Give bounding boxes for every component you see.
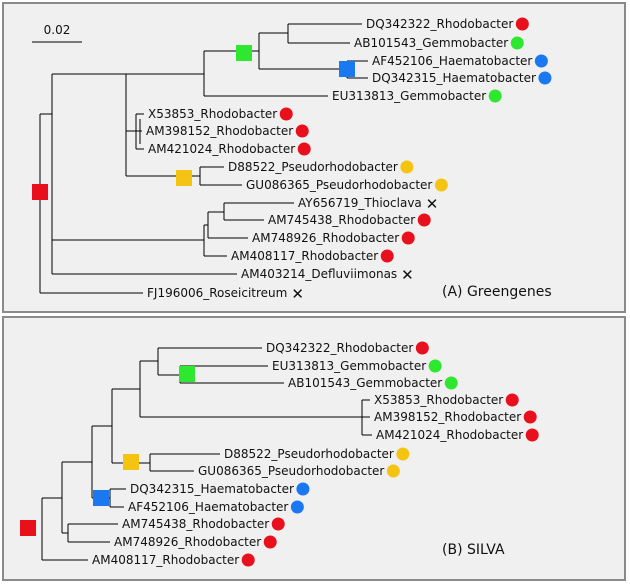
taxon-label: AM398152_Rhodobacter	[146, 124, 293, 138]
taxon-label: DQ342322_Rhodobacter	[266, 341, 413, 355]
taxon-label: AF452106_Haematobacter	[128, 500, 288, 514]
red-dot-icon	[380, 249, 394, 263]
yellow-dot-icon	[396, 447, 410, 461]
yellow-dot-icon	[386, 464, 400, 478]
taxon-label: AB101543_Gemmobacter	[354, 36, 508, 50]
taxon-label: AM748926_Rhodobacter	[114, 535, 261, 549]
haematobacter-node-square	[339, 61, 355, 77]
taxon-label: AM421024_Rhodobacter	[148, 142, 295, 156]
taxon-label: DQ342315_Haematobacter	[372, 71, 536, 85]
tree-greengenes: DQ342322_RhodobacterAB101543_Gemmobacter…	[32, 17, 552, 303]
node-markers-b	[20, 366, 195, 536]
taxa-labels-a: DQ342322_RhodobacterAB101543_Gemmobacter…	[146, 17, 552, 303]
gemmobacter-node-square	[236, 45, 252, 61]
taxon-label: AM421024_Rhodobacter	[376, 428, 523, 442]
red-dot-icon	[271, 517, 285, 531]
haematobacter-node-square	[93, 490, 109, 506]
red-dot-icon	[523, 410, 537, 424]
yellow-dot-icon	[434, 178, 448, 192]
green-dot-icon	[488, 89, 502, 103]
taxon-label: AM748926_Rhodobacter	[252, 231, 399, 245]
blue-dot-icon	[296, 482, 310, 496]
red-dot-icon	[297, 142, 311, 156]
scale-bar-label: 0.02	[44, 23, 71, 37]
red-dot-icon	[515, 17, 529, 31]
taxon-label: AY656719_Thioclava	[298, 196, 422, 210]
red-dot-icon	[415, 341, 429, 355]
taxon-label: AM745438_Rhodobacter	[268, 213, 415, 227]
tree-silva: DQ342322_RhodobacterEU313813_Gemmobacter…	[20, 341, 539, 567]
taxon-label: D88522_Pseudorhodobacter	[224, 447, 394, 461]
green-dot-icon	[444, 376, 458, 390]
red-dot-icon	[279, 107, 293, 121]
blue-dot-icon	[538, 71, 552, 85]
taxon-label: DQ342315_Haematobacter	[130, 482, 294, 496]
scale-bar: 0.02	[32, 23, 82, 43]
taxon-label: GU086365_Pseudorhodobacter	[198, 464, 384, 478]
green-dot-icon	[510, 36, 524, 50]
red-dot-icon	[241, 553, 255, 567]
taxon-label: AM403214_Defluviimonas	[241, 267, 397, 281]
taxon-label: AM398152_Rhodobacter	[374, 410, 521, 424]
cross-icon: ✕	[426, 195, 439, 213]
root-node-square	[32, 184, 48, 200]
taxon-label: AM408117_Rhodobacter	[92, 553, 239, 567]
taxon-label: EU313813_Gemmobacter	[272, 359, 426, 373]
node-markers-a	[32, 45, 355, 200]
panel-caption-b: (B) SILVA	[442, 542, 505, 558]
taxon-label: AB101543_Gemmobacter	[288, 376, 442, 390]
taxon-label: AF452106_Haematobacter	[372, 54, 532, 68]
cross-icon: ✕	[401, 266, 414, 284]
taxon-label: DQ342322_Rhodobacter	[366, 17, 513, 31]
green-dot-icon	[428, 359, 442, 373]
blue-dot-icon	[534, 54, 548, 68]
pseudorhodobacter-node-square	[123, 454, 139, 470]
red-dot-icon	[295, 124, 309, 138]
root-node-square	[20, 520, 36, 536]
taxon-label: X53853_Rhodobacter	[374, 393, 503, 407]
taxon-label: AM745438_Rhodobacter	[122, 517, 269, 531]
taxon-label: X53853_Rhodobacter	[148, 107, 277, 121]
tree-lines-a	[39, 23, 368, 294]
pseudorhodobacter-node-square	[176, 170, 192, 186]
taxon-label: EU313813_Gemmobacter	[332, 89, 486, 103]
taxon-label: D88522_Pseudorhodobacter	[228, 160, 398, 174]
gemmobacter-node-square	[179, 366, 195, 382]
taxon-label: GU086365_Pseudorhodobacter	[246, 178, 432, 192]
red-dot-icon	[263, 535, 277, 549]
taxon-label: AM408117_Rhodobacter	[231, 249, 378, 263]
blue-dot-icon	[290, 500, 304, 514]
taxon-label: FJ196006_Roseicitreum	[147, 286, 287, 300]
yellow-dot-icon	[400, 160, 414, 174]
red-dot-icon	[401, 231, 415, 245]
panel-caption-a: (A) Greengenes	[442, 284, 552, 300]
taxa-labels-b: DQ342322_RhodobacterEU313813_Gemmobacter…	[92, 341, 539, 567]
red-dot-icon	[525, 428, 539, 442]
red-dot-icon	[417, 213, 431, 227]
red-dot-icon	[505, 393, 519, 407]
cross-icon: ✕	[291, 285, 304, 303]
tree-lines-b	[41, 347, 372, 561]
